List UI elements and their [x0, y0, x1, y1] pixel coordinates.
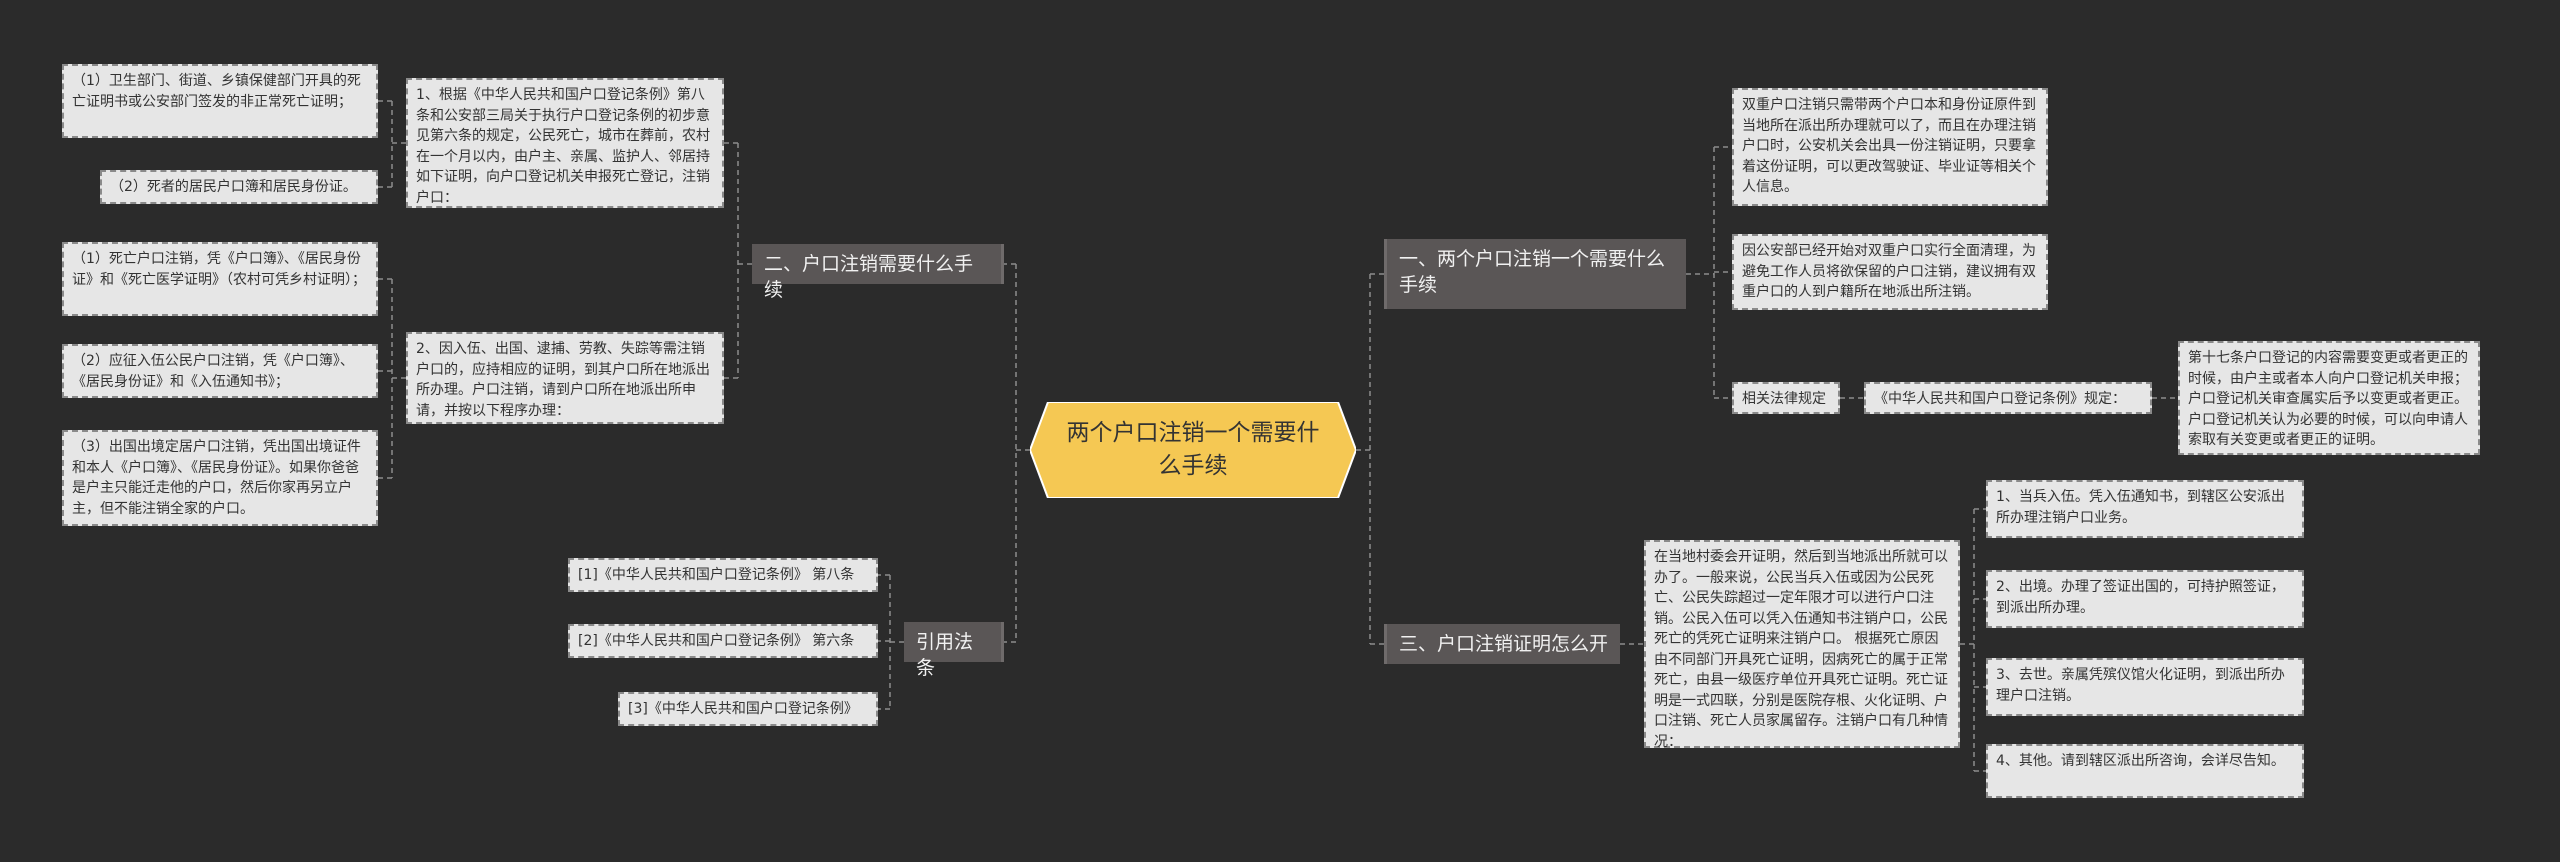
leaf-b2-group-2[interactable]: 2、因入伍、出国、逮捕、劳教、失踪等需注销户口的，应持相应的证明，到其户口所在地…: [406, 332, 724, 424]
root-shape: [1030, 402, 1356, 498]
leaf-law-title[interactable]: 《中华人民共和国户口登记条例》规定：: [1864, 382, 2152, 414]
leaf-b2-g1-item-1[interactable]: （1）卫生部门、街道、乡镇保健部门开具的死亡证明书或公安部门签发的非正常死亡证明…: [62, 64, 378, 138]
leaf-b3-item-4[interactable]: 4、其他。请到辖区派出所咨询，会详尽告知。: [1986, 744, 2304, 798]
leaf-b3-item-3[interactable]: 3、去世。亲属凭殡仪馆火化证明，到派出所办理户口注销。: [1986, 658, 2304, 716]
branch-node-2[interactable]: 二、户口注销需要什么手续: [752, 244, 1004, 301]
leaf-b2-group-1[interactable]: 1、根据《中华人民共和国户口登记条例》第八条和公安部三局关于执行户口登记条例的初…: [406, 78, 724, 208]
leaf-b3-main[interactable]: 在当地村委会开证明，然后到当地派出所就可以办了。一般来说，公民当兵入伍或因为公民…: [1644, 540, 1960, 750]
leaf-b2-g2-item-3[interactable]: （3）出国出境定居户口注销，凭出国出境证件和本人《户口簿》、《居民身份证》。如果…: [62, 430, 378, 526]
leaf-b2-g2-item-2[interactable]: （2）应征入伍公民户口注销，凭《户口簿》、《居民身份证》和《入伍通知书》；: [62, 344, 378, 398]
leaf-b2-g1-item-2[interactable]: （2）死者的居民户口簿和居民身份证。: [100, 170, 378, 204]
branch-node-1[interactable]: 一、两个户口注销一个需要什么手续: [1384, 239, 1686, 309]
leaf-b4-item-3[interactable]: [3]《中华人民共和国户口登记条例》: [618, 692, 878, 726]
leaf-b3-item-2[interactable]: 2、出境。办理了签证出国的，可持护照签证，到派出所办理。: [1986, 570, 2304, 628]
branch-node-4[interactable]: 引用法条: [904, 622, 1004, 679]
root-node[interactable]: 两个户口注销一个需要什么手续: [1030, 402, 1356, 498]
leaf-b2-g2-item-1[interactable]: （1）死亡户口注销，凭《户口簿》、《居民身份证》和《死亡医学证明》（农村可凭乡村…: [62, 242, 378, 316]
leaf-b4-item-1[interactable]: [1]《中华人民共和国户口登记条例》 第八条: [568, 558, 878, 592]
leaf-b1-item-2[interactable]: 因公安部已经开始对双重户口实行全面清理，为避免工作人员将欲保留的户口注销，建议拥…: [1732, 234, 2048, 310]
leaf-law-label[interactable]: 相关法律规定: [1732, 382, 1840, 414]
branch-node-3[interactable]: 三、户口注销证明怎么开: [1384, 624, 1620, 664]
leaf-b3-item-1[interactable]: 1、当兵入伍。凭入伍通知书，到辖区公安派出所办理注销户口业务。: [1986, 480, 2304, 538]
root-label: 两个户口注销一个需要什么手续: [1066, 420, 1320, 479]
leaf-law-text[interactable]: 第十七条户口登记的内容需要变更或者更正的时候，由户主或者本人向户口登记机关申报；…: [2178, 341, 2480, 455]
leaf-b1-item-1[interactable]: 双重户口注销只需带两个户口本和身份证原件到当地所在派出所办理就可以了，而且在办理…: [1732, 88, 2048, 206]
leaf-b4-item-2[interactable]: [2]《中华人民共和国户口登记条例》 第六条: [568, 624, 878, 658]
